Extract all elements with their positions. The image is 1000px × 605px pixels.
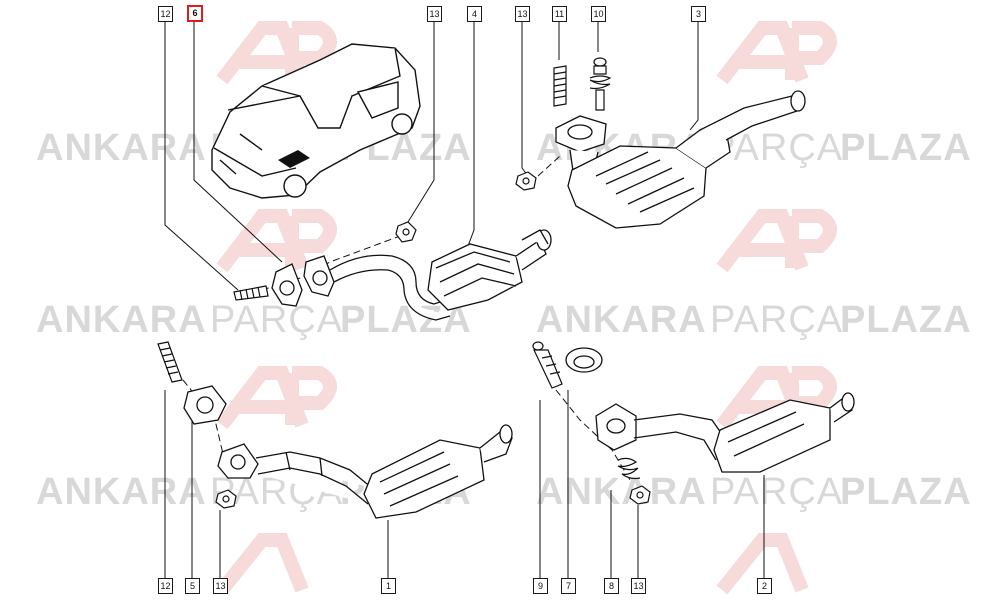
watermark-word: ANKARA — [36, 127, 207, 169]
callout-part-11[interactable]: 11 — [552, 6, 567, 22]
watermark-word: PLAZA — [840, 127, 972, 169]
part-1-catalyst-pipe — [217, 424, 513, 519]
callout-part-3[interactable]: 3 — [691, 6, 706, 22]
callout-part-9[interactable]: 9 — [533, 578, 548, 594]
part-12-stud-top — [233, 285, 269, 301]
part-4-catalyst-pipe — [303, 229, 552, 321]
watermark-text-row-1: ANKARA PARÇA PLAZA ANKARA PARÇA PLAZA — [36, 127, 972, 169]
watermark-word: PARÇA — [710, 471, 843, 513]
watermark-word: ANKARA — [536, 299, 707, 341]
exhaust-pipe-icon — [278, 150, 310, 168]
callout-part-13[interactable]: 13 — [631, 578, 646, 594]
part-3-catalyst-assembly — [555, 90, 806, 229]
watermark-word: ANKARA — [536, 471, 707, 513]
callout-part-7[interactable]: 7 — [561, 578, 576, 594]
part-9-bolt — [532, 341, 563, 389]
watermark-word: PLAZA — [840, 299, 972, 341]
callout-part-12[interactable]: 12 — [158, 6, 173, 22]
watermark-layer: ANKARA PARÇA PLAZA ANKARA PARÇA PLAZA AN… — [36, 21, 972, 595]
watermark-word: ANKARA — [36, 299, 207, 341]
part-6-gasket — [271, 263, 303, 307]
part-7-seal-ring — [565, 347, 603, 373]
callout-part-4[interactable]: 4 — [467, 6, 482, 22]
part-8-spring — [617, 457, 641, 480]
watermark-text-row-2: ANKARA PARÇA PLAZA ANKARA PARÇA PLAZA — [36, 299, 972, 341]
part-13-nut-right — [515, 171, 537, 191]
watermark-word: PARÇA — [710, 299, 843, 341]
callout-part-6-highlighted[interactable]: 6 — [187, 5, 203, 22]
part-2-catalyst-pipe — [595, 392, 855, 473]
callout-part-2[interactable]: 2 — [757, 578, 772, 594]
part-10-spring-bolt — [589, 57, 612, 111]
callout-part-13[interactable]: 13 — [515, 6, 530, 22]
callout-part-1[interactable]: 1 — [381, 578, 396, 594]
callout-part-13[interactable]: 13 — [213, 578, 228, 594]
part-13-nut-bottom-right — [629, 485, 651, 505]
watermark-word: PLAZA — [840, 471, 972, 513]
part-12-stud-bottom — [157, 341, 183, 383]
car-icon — [211, 43, 421, 199]
part-11-stud — [553, 65, 567, 107]
callout-part-13[interactable]: 13 — [427, 6, 442, 22]
part-13-nut-bottom-left — [215, 489, 237, 509]
part-13-nut-top — [395, 221, 417, 243]
watermark-word: PARÇA — [210, 299, 343, 341]
callout-part-12[interactable]: 12 — [158, 578, 173, 594]
watermark-word: ANKARA — [36, 471, 207, 513]
callout-part-10[interactable]: 10 — [591, 6, 606, 22]
watermark-text-row-3: ANKARA PARÇA PLAZA ANKARA PARÇA PLAZA — [36, 471, 972, 513]
callout-part-5[interactable]: 5 — [185, 578, 200, 594]
callout-part-8[interactable]: 8 — [604, 578, 619, 594]
part-5-gasket — [183, 385, 227, 425]
